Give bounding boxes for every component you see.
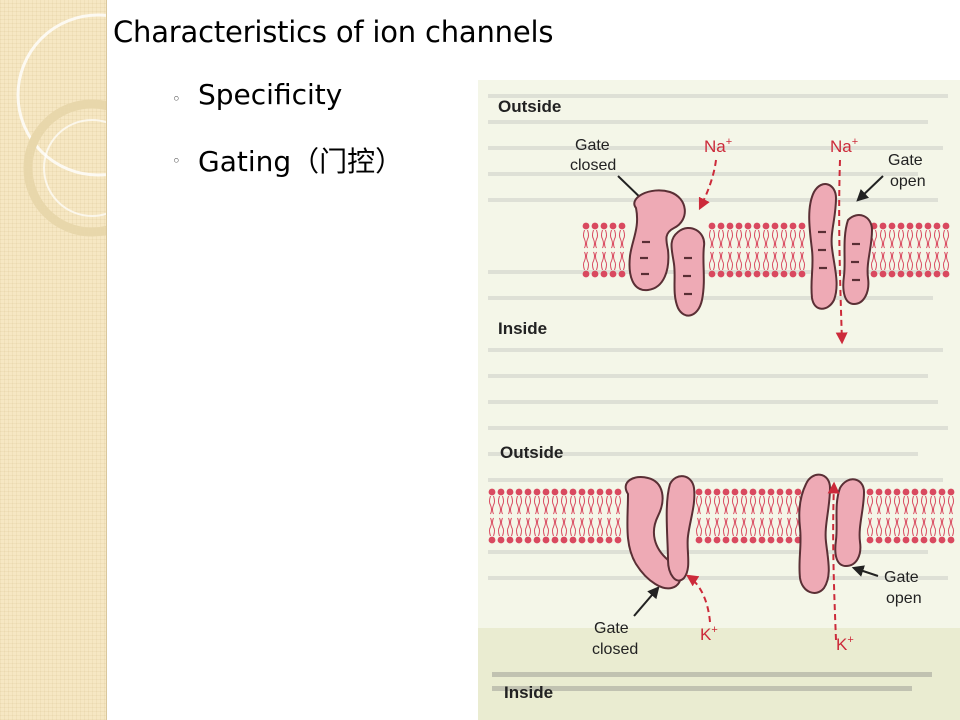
membrane-bilayer-top	[582, 222, 950, 278]
figure-background	[478, 80, 960, 720]
k-flow-arrow-blocked	[686, 574, 711, 623]
bullet-specificity: Specificity	[198, 78, 343, 111]
gate-open-label-top-2: open	[890, 173, 926, 190]
na-ion-label-right: Na+	[830, 136, 858, 156]
bottom-band	[478, 628, 960, 720]
gate-closed-label-bottom-1: Gate	[594, 620, 629, 637]
na-ion-label-left: Na+	[704, 136, 732, 156]
sidebar-divider	[106, 0, 107, 720]
inside-label-top: Inside	[498, 319, 547, 338]
decorative-sidebar	[0, 0, 106, 720]
na-flow-arrow-blocked	[698, 159, 717, 211]
gate-closed-label-top-1: Gate	[575, 137, 610, 154]
pointer-arrow-gate-open-bottom	[851, 565, 879, 577]
bullet-gating: Gating（门控）	[198, 145, 404, 178]
bullet-marker: ◦	[172, 90, 181, 108]
channel-protein-closed-top	[628, 189, 706, 317]
na-flow-arrow-through	[835, 159, 848, 345]
outside-label-top: Outside	[498, 97, 561, 116]
gate-open-label-bottom-2: open	[886, 590, 922, 607]
ion-channel-diagram: Outside Inside Gate closed Gate open Na+…	[478, 80, 960, 720]
ion-channel-figure: Outside Inside Gate closed Gate open Na+…	[478, 80, 960, 720]
membrane-bilayer-bottom	[488, 488, 955, 544]
gate-closed-label-top-2: closed	[570, 157, 616, 174]
caption-bleed	[492, 672, 932, 691]
pointer-arrow-gate-closed-bottom	[633, 586, 660, 617]
channel-protein-open-top	[808, 183, 874, 310]
bullet-marker: ◦	[172, 152, 181, 170]
gate-closed-label-bottom-2: closed	[592, 641, 638, 658]
k-flow-arrow-through	[827, 481, 840, 641]
gate-open-label-top-1: Gate	[888, 152, 923, 169]
slide-title: Characteristics of ion channels	[113, 15, 554, 49]
inside-label-bottom: Inside	[504, 683, 553, 702]
bleed-through-text	[488, 94, 948, 580]
gate-open-label-bottom-1: Gate	[884, 569, 919, 586]
pointer-arrow-gate-open-top	[856, 175, 884, 202]
decorative-rings-icon	[16, 13, 106, 237]
k-ion-label-right: K+	[836, 634, 854, 654]
outside-label-bottom: Outside	[500, 443, 563, 462]
channel-protein-open-bottom	[798, 473, 866, 594]
channel-protein-closed-bottom	[624, 475, 696, 590]
k-ion-label-left: K+	[700, 624, 718, 644]
